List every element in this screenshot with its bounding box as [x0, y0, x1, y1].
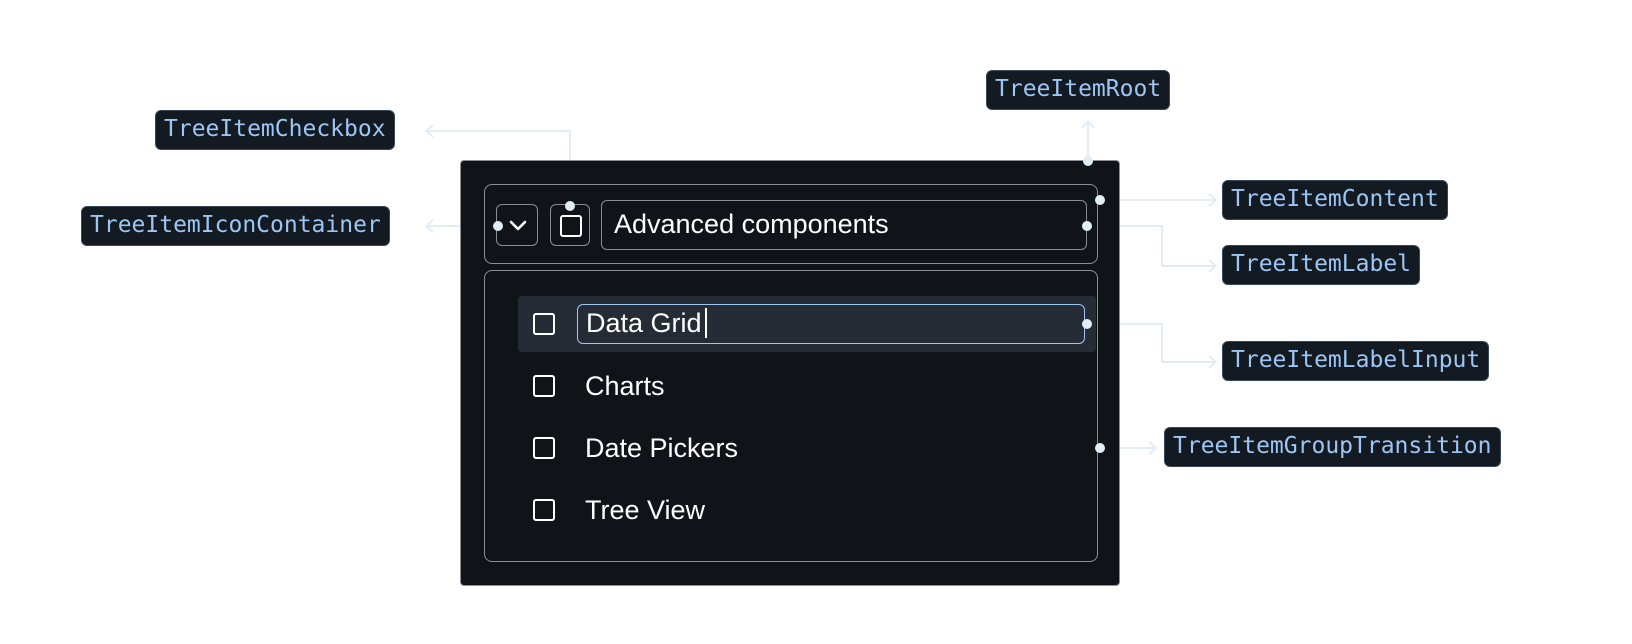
checkbox-icon[interactable] [533, 437, 555, 459]
tree-item-icon-container[interactable] [496, 204, 538, 246]
tree-item-label-input[interactable]: Data Grid [577, 304, 1085, 344]
arrow-label [1208, 259, 1218, 273]
chevron-down-icon [509, 220, 527, 231]
tree-item-child-data-grid[interactable]: Data Grid [518, 296, 1096, 352]
arrow-group-transition [1148, 441, 1158, 455]
arrow-content [1208, 193, 1218, 207]
checkbox-icon[interactable] [533, 313, 555, 335]
callout-tree-item-root: TreeItemRoot [986, 70, 1171, 110]
callout-tree-item-checkbox: TreeItemCheckbox [155, 110, 395, 150]
callout-tree-item-icon-container: TreeItemIconContainer [81, 206, 390, 246]
label-input-value: Data Grid [586, 308, 702, 338]
tree-item-child-label: Charts [585, 371, 665, 401]
tree-item-child-label: Tree View [585, 495, 706, 525]
tree-item-child-date-pickers[interactable]: Date Pickers [518, 420, 1096, 476]
tree-item-checkbox[interactable] [550, 204, 590, 246]
tree-item-child-label: Date Pickers [585, 433, 739, 463]
callout-tree-item-content: TreeItemContent [1222, 180, 1448, 220]
tree-item-label: Advanced components [601, 200, 1087, 250]
text-caret [704, 307, 707, 338]
tree-item-child-charts[interactable]: Charts [518, 358, 1096, 414]
tree-item-root [460, 160, 1120, 586]
tree-item-child-tree-view[interactable]: Tree View [518, 482, 1096, 538]
arrow-checkbox [424, 124, 434, 138]
checkbox-icon[interactable] [533, 499, 555, 521]
arrow-root [1081, 119, 1095, 129]
checkbox-icon[interactable] [533, 375, 555, 397]
arrow-label-input [1208, 355, 1218, 369]
checkbox-icon [560, 215, 582, 237]
arrow-icon-container [424, 219, 434, 233]
callout-tree-item-label: TreeItemLabel [1222, 245, 1421, 285]
callout-tree-item-label-input: TreeItemLabelInput [1222, 341, 1490, 381]
tree-item-group-transition [484, 270, 1098, 562]
callout-tree-item-group-transition: TreeItemGroupTransition [1164, 427, 1501, 467]
tree-item-content[interactable] [484, 184, 1098, 264]
